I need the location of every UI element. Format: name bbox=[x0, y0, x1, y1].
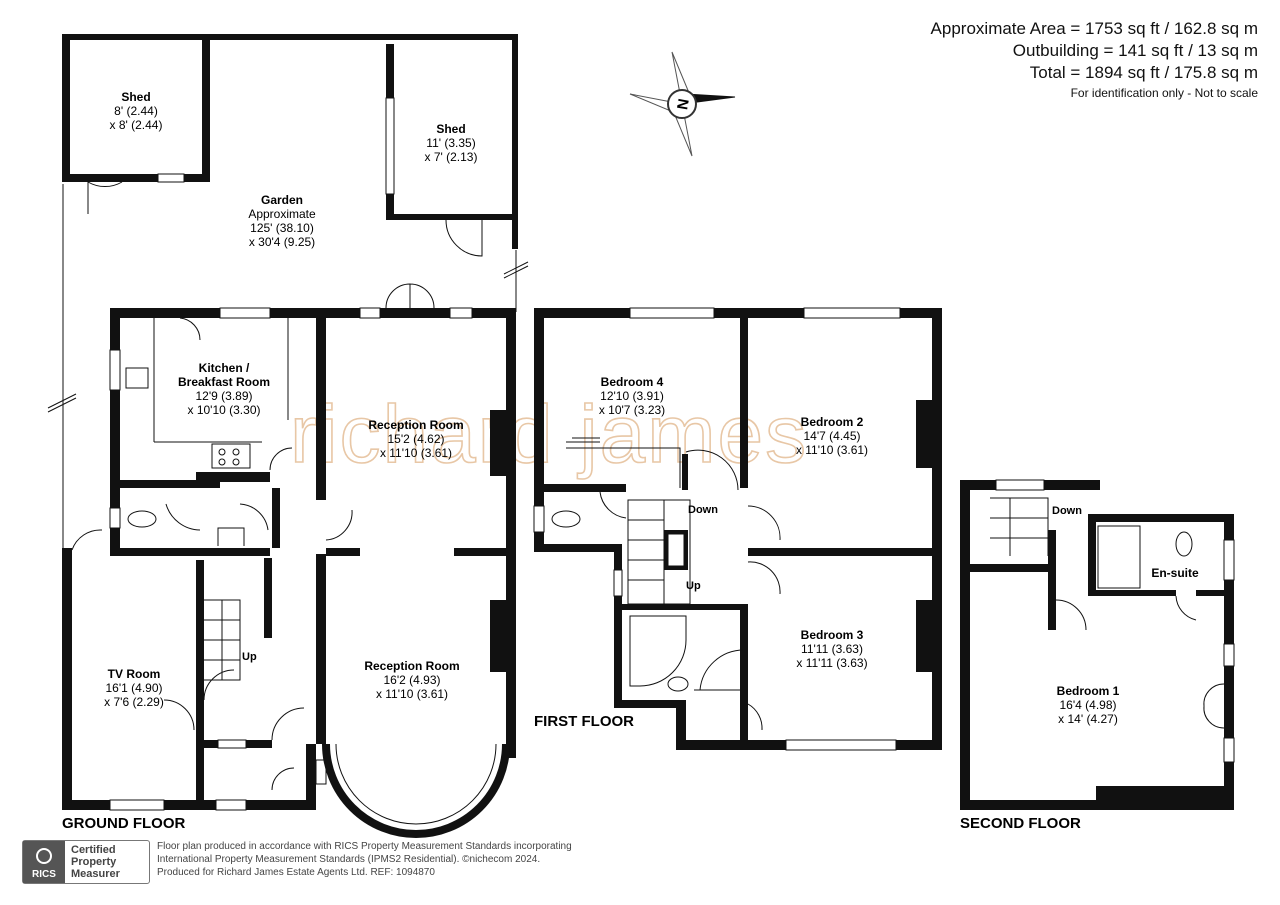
stairs-up-first: Up bbox=[686, 580, 701, 592]
compass-icon: N bbox=[629, 51, 736, 157]
stairs-up-ground: Up bbox=[242, 651, 257, 663]
scale-note: For identification only - Not to scale bbox=[1070, 86, 1258, 100]
bed1-dim1: 16'4 (4.98) bbox=[1060, 698, 1117, 712]
bed4-dim1: 12'10 (3.91) bbox=[600, 389, 664, 403]
bed4-dim2: x 10'7 (3.23) bbox=[599, 403, 665, 417]
kitchen-name2: Breakfast Room bbox=[178, 375, 270, 389]
total-area-text: Total = 1894 sq ft / 175.8 sq m bbox=[1029, 63, 1258, 82]
badge-line1: Certified bbox=[71, 844, 116, 856]
bed2-name: Bedroom 2 bbox=[801, 415, 864, 429]
tv-room-dim1: 16'1 (4.90) bbox=[106, 681, 163, 695]
ensuite-name: En-suite bbox=[1151, 566, 1199, 580]
shed2-dim1: 11' (3.35) bbox=[426, 136, 475, 150]
second-floor-plan bbox=[960, 479, 1235, 810]
stairs-down-second: Down bbox=[1052, 505, 1082, 517]
shed1-name: Shed bbox=[121, 90, 150, 104]
footer-disclaimer: Floor plan produced in accordance with R… bbox=[157, 840, 572, 879]
tv-room-name: TV Room bbox=[108, 667, 161, 681]
bed1-dim2: x 14' (4.27) bbox=[1058, 712, 1118, 726]
shed2-name: Shed bbox=[436, 122, 465, 136]
second-floor-label: SECOND FLOOR bbox=[960, 815, 1081, 832]
rics-logo-text: RICS bbox=[32, 869, 56, 880]
footer-line1: Floor plan produced in accordance with R… bbox=[157, 841, 572, 852]
garden-dim0: Approximate bbox=[248, 207, 316, 221]
reception1-name: Reception Room bbox=[368, 418, 463, 432]
footer-line3: Produced for Richard James Estate Agents… bbox=[157, 867, 435, 878]
first-floor-label: FIRST FLOOR bbox=[534, 713, 634, 730]
kitchen-name1: Kitchen / bbox=[199, 361, 250, 375]
kitchen-dim1: 12'9 (3.89) bbox=[196, 389, 253, 403]
bed2-dim2: x 11'10 (3.61) bbox=[796, 443, 868, 457]
approx-area-text: Approximate Area = 1753 sq ft / 162.8 sq… bbox=[930, 19, 1258, 38]
bed3-dim2: x 11'11 (3.63) bbox=[796, 656, 867, 670]
kitchen-dim2: x 10'10 (3.30) bbox=[187, 403, 260, 417]
bed3-dim1: 11'11 (3.63) bbox=[801, 642, 863, 656]
badge-line3: Measurer bbox=[71, 868, 120, 880]
ground-floor-label: GROUND FLOOR bbox=[62, 815, 185, 832]
shed1-dim1: 8' (2.44) bbox=[114, 104, 158, 118]
rics-logo-icon: RICS bbox=[23, 841, 65, 883]
garden-dim1: 125' (38.10) bbox=[250, 221, 314, 235]
rics-badge: RICS Certified Property Measurer bbox=[22, 840, 150, 884]
reception1-dim2: x 11'10 (3.61) bbox=[380, 446, 452, 460]
tv-room-dim2: x 7'6 (2.29) bbox=[104, 695, 164, 709]
ground-floor-plan bbox=[47, 34, 529, 838]
reception1-dim1: 15'2 (4.62) bbox=[388, 432, 445, 446]
first-floor-plan bbox=[533, 307, 942, 751]
garden-dim2: x 30'4 (9.25) bbox=[249, 235, 315, 249]
badge-line2: Property bbox=[71, 856, 117, 868]
reception2-dim1: 16'2 (4.93) bbox=[384, 673, 441, 687]
area-summary: Approximate Area = 1753 sq ft / 162.8 sq… bbox=[931, 18, 1258, 102]
outbuilding-area-text: Outbuilding = 141 sq ft / 13 sq m bbox=[1012, 41, 1258, 60]
reception2-name: Reception Room bbox=[364, 659, 459, 673]
garden-name: Garden bbox=[261, 193, 303, 207]
shed1-dim2: x 8' (2.44) bbox=[110, 118, 163, 132]
bed2-dim1: 14'7 (4.45) bbox=[804, 429, 861, 443]
footer-line2: International Property Measurement Stand… bbox=[157, 854, 541, 865]
bed3-name: Bedroom 3 bbox=[801, 628, 864, 642]
compass-letter: N bbox=[674, 97, 693, 111]
reception2-dim2: x 11'10 (3.61) bbox=[376, 687, 448, 701]
stairs-down-first: Down bbox=[688, 504, 718, 516]
shed2-dim2: x 7' (2.13) bbox=[425, 150, 478, 164]
certified-measurer-text: Certified Property Measurer bbox=[71, 844, 120, 880]
bed1-name: Bedroom 1 bbox=[1057, 684, 1120, 698]
room-labels: Shed 8' (2.44) x 8' (2.44) Shed 11' (3.3… bbox=[104, 90, 1199, 726]
watermark-text: richard james bbox=[290, 389, 808, 480]
bed4-name: Bedroom 4 bbox=[601, 375, 664, 389]
